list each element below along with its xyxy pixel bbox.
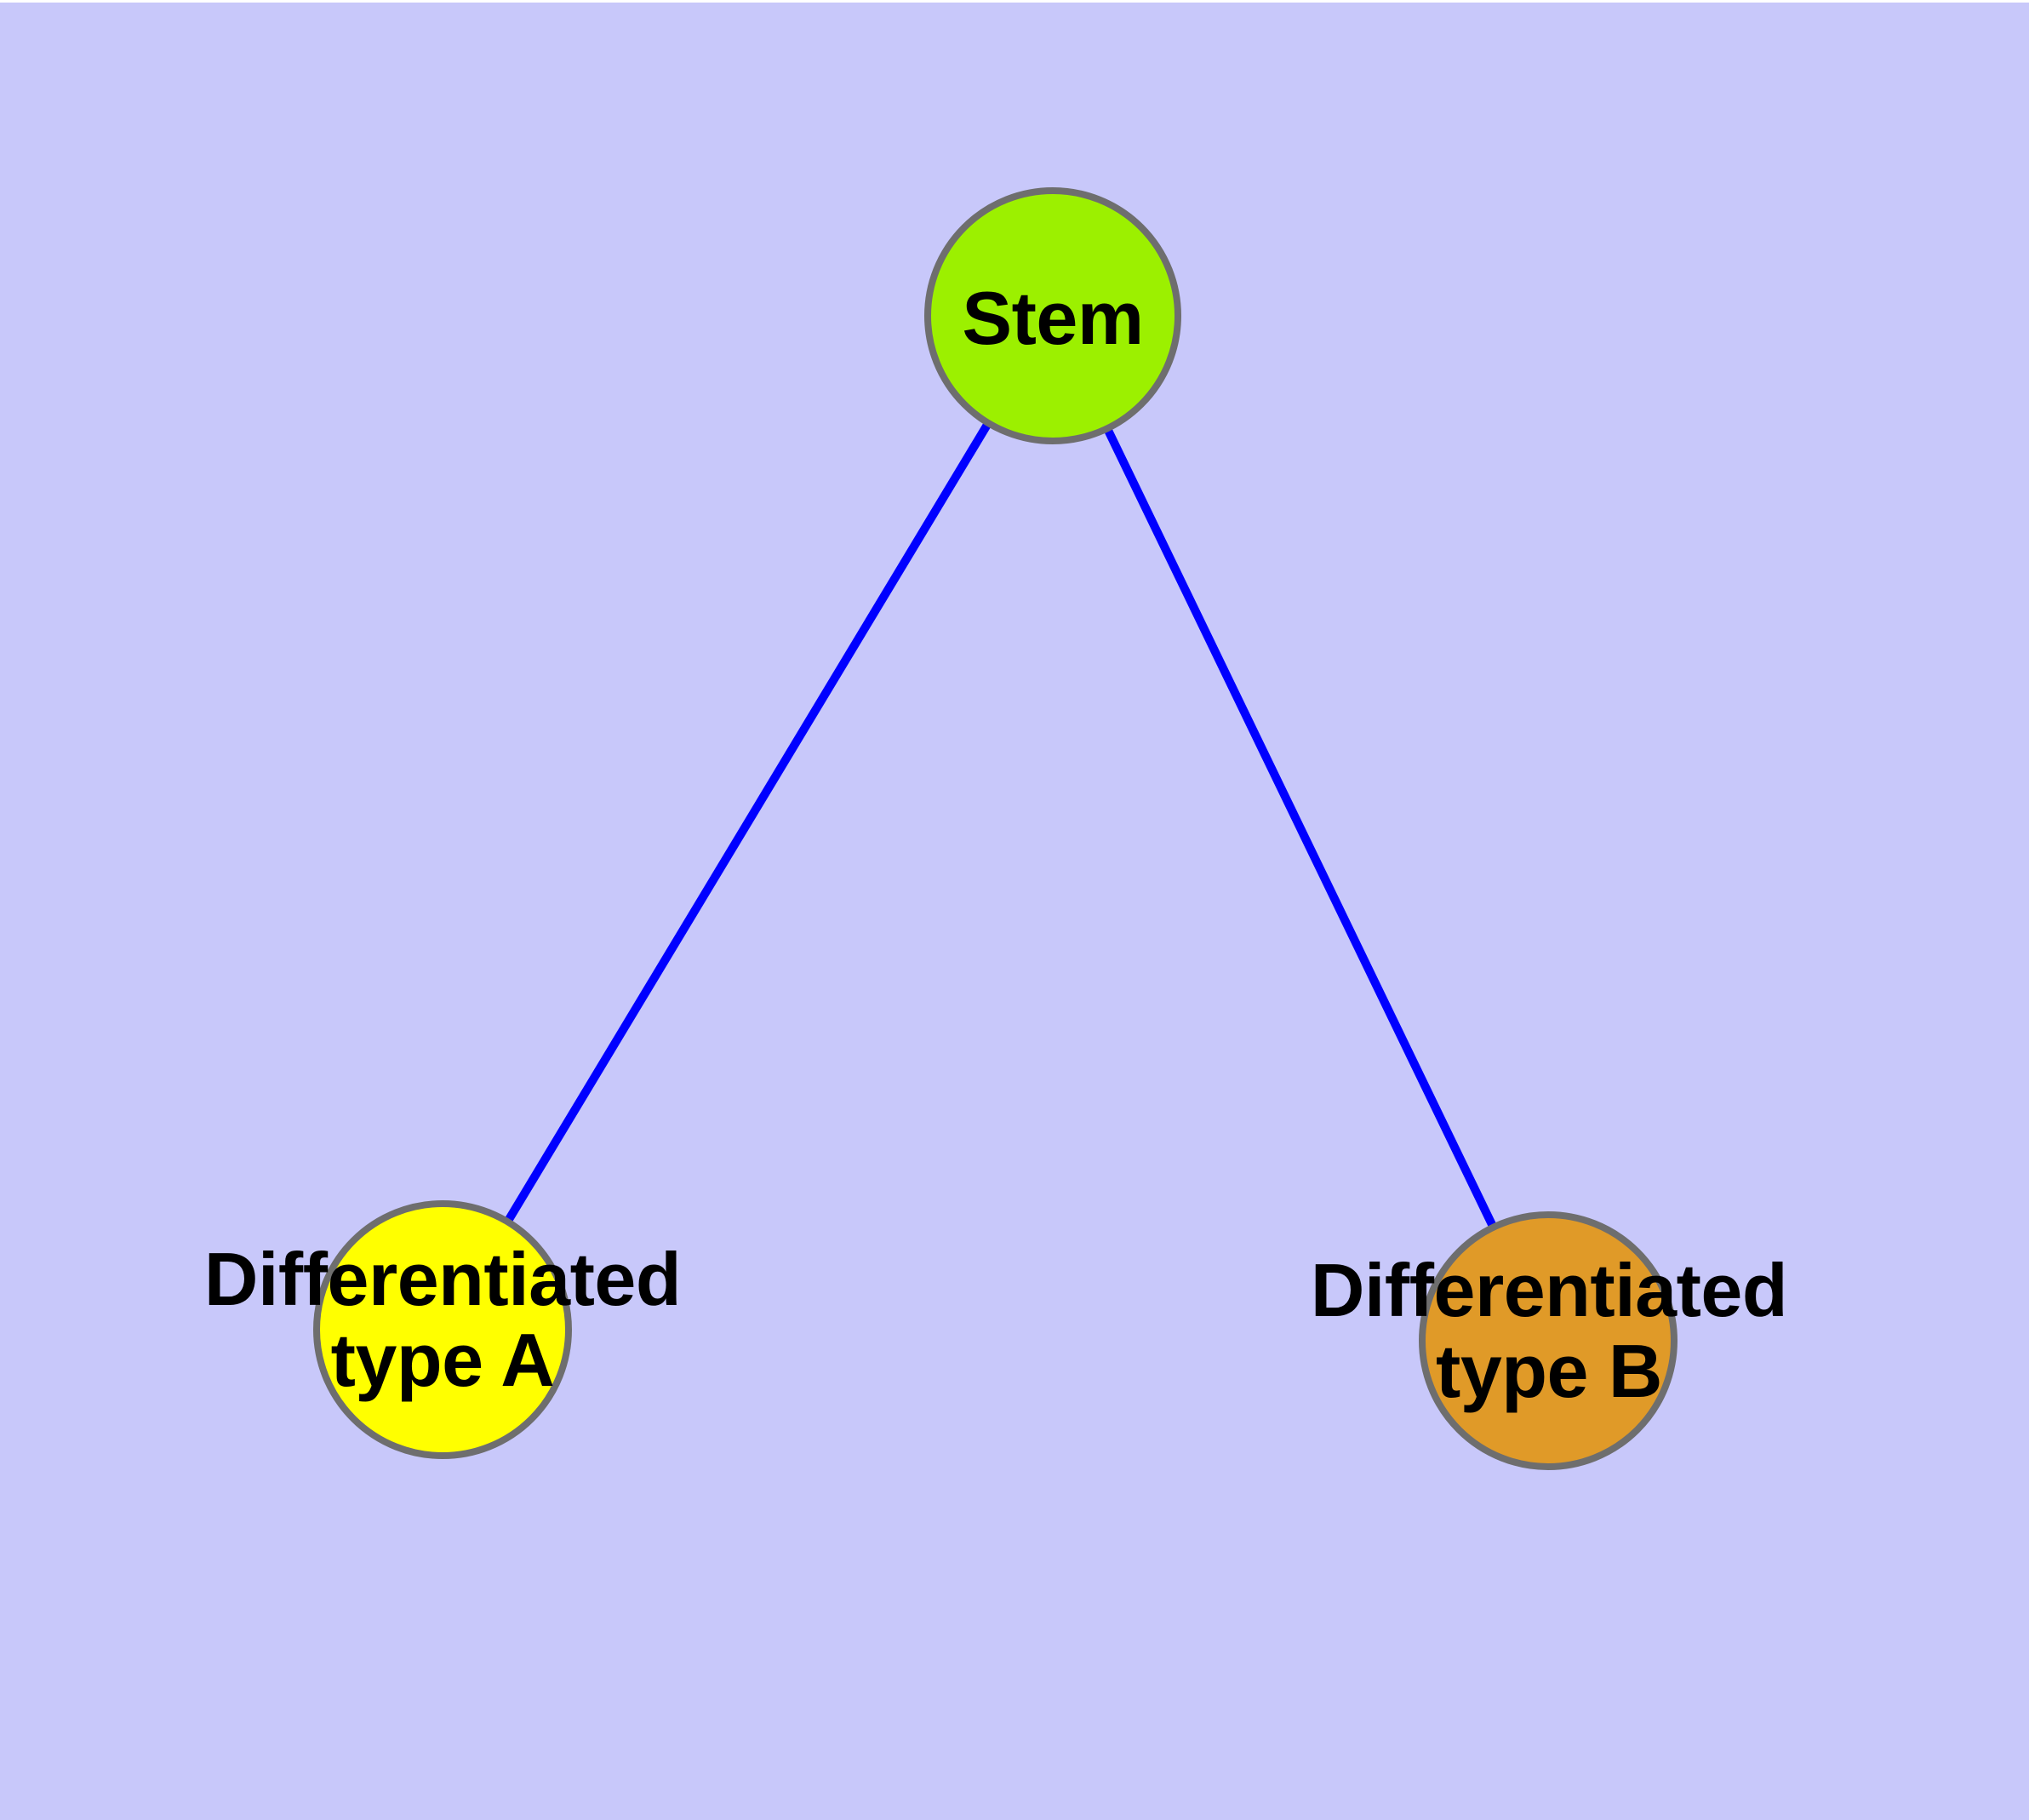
edge-stem-to-diff-a[interactable] <box>438 313 1057 1332</box>
edge-stem-to-diff-b[interactable] <box>1049 313 1552 1343</box>
node-stem[interactable] <box>924 187 1181 444</box>
node-differentiated-type-a[interactable] <box>313 1200 572 1459</box>
node-differentiated-type-b[interactable] <box>1419 1211 1677 1470</box>
